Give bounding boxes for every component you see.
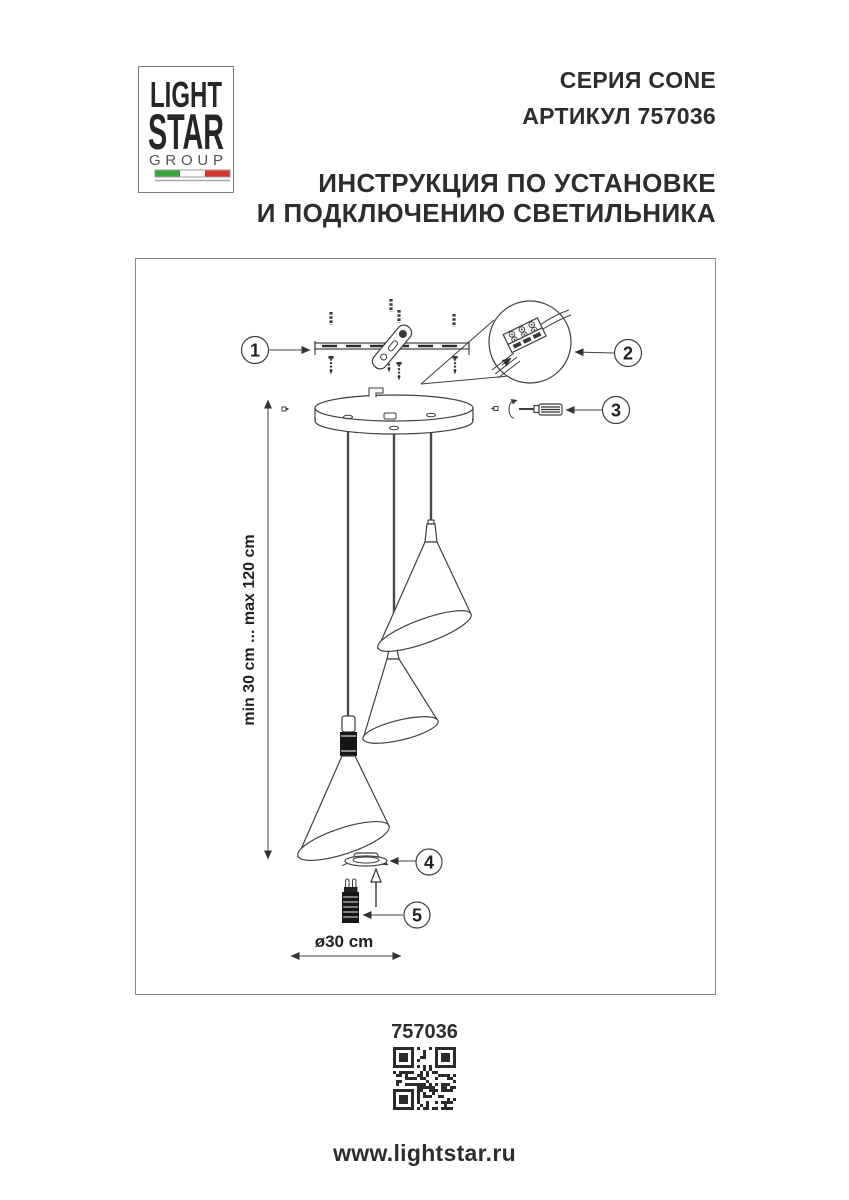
- callout-4-number: 4: [424, 853, 434, 873]
- screwdriver: [508, 399, 563, 419]
- g9-bulb: [342, 878, 359, 923]
- rotation-arrow-icon: [510, 399, 518, 405]
- detail-wires: [491, 352, 521, 379]
- height-range-label: min 30 cm ... max 120 cm: [241, 534, 258, 725]
- decorative-ring: [341, 852, 389, 867]
- bracket-strap: [371, 324, 413, 370]
- logo-word-star: STAR: [148, 104, 224, 160]
- cone-shade-2: [362, 649, 439, 744]
- diameter-label: ø30 cm: [315, 932, 374, 951]
- callout-1: 1: [240, 335, 311, 365]
- series-title: СЕРИЯ CONE: [559, 67, 716, 93]
- power-entry: [383, 412, 397, 420]
- wall-anchors: [329, 297, 456, 329]
- diameter-dimension: ø30 cm: [290, 932, 402, 960]
- instruction-title: ИНСТРУКЦИЯ ПО УСТАНОВКЕ И ПОДКЛЮЧЕНИЮ СВ…: [257, 168, 716, 228]
- instruction-line-2: И ПОДКЛЮЧЕНИЮ СВЕТИЛЬНИКА: [256, 198, 716, 228]
- callout-3-number: 3: [611, 401, 621, 421]
- installation-diagram: 1: [135, 258, 716, 995]
- callout-1-number: 1: [250, 341, 260, 361]
- article-title: АРТИКУЛ 757036: [522, 103, 716, 129]
- mounting-bracket: [314, 297, 470, 382]
- lightstar-logo: LIGHT STAR GROUP: [138, 66, 234, 193]
- ceiling-canopy: [314, 387, 474, 435]
- vertical-dimension: min 30 cm ... max 120 cm: [241, 399, 272, 860]
- callout-2: 2: [574, 338, 643, 368]
- mount-direction-arrow: [370, 867, 382, 907]
- cone-shade-1: [376, 519, 472, 652]
- canopy-screws: [281, 406, 499, 412]
- canopy-notch: [368, 387, 384, 398]
- callout-4: 4: [389, 848, 443, 876]
- callout-5: 5: [362, 901, 431, 929]
- logo-word-light: LIGHT: [150, 74, 222, 115]
- terminal-block: [502, 317, 547, 354]
- callout-5-number: 5: [412, 906, 422, 926]
- footer-article-number: 757036: [391, 1021, 458, 1043]
- terminal-block-detail: [420, 300, 572, 385]
- cone-shade-3: [296, 755, 390, 861]
- instruction-line-1: ИНСТРУКЦИЯ ПО УСТАНОВКЕ: [318, 168, 716, 198]
- lamp-socket: [340, 715, 357, 756]
- italian-flag-icon: [154, 169, 231, 182]
- diagram-canvas: 1: [240, 297, 643, 960]
- header-block: СЕРИЯ CONE АРТИКУЛ 757036 ИНСТРУКЦИЯ ПО …: [257, 62, 716, 228]
- website-url: www.lightstar.ru: [333, 1140, 516, 1166]
- callout-3: 3: [565, 395, 631, 425]
- callout-2-number: 2: [623, 344, 633, 364]
- logo-word-group: GROUP: [149, 152, 223, 169]
- qr-code: [393, 1047, 456, 1110]
